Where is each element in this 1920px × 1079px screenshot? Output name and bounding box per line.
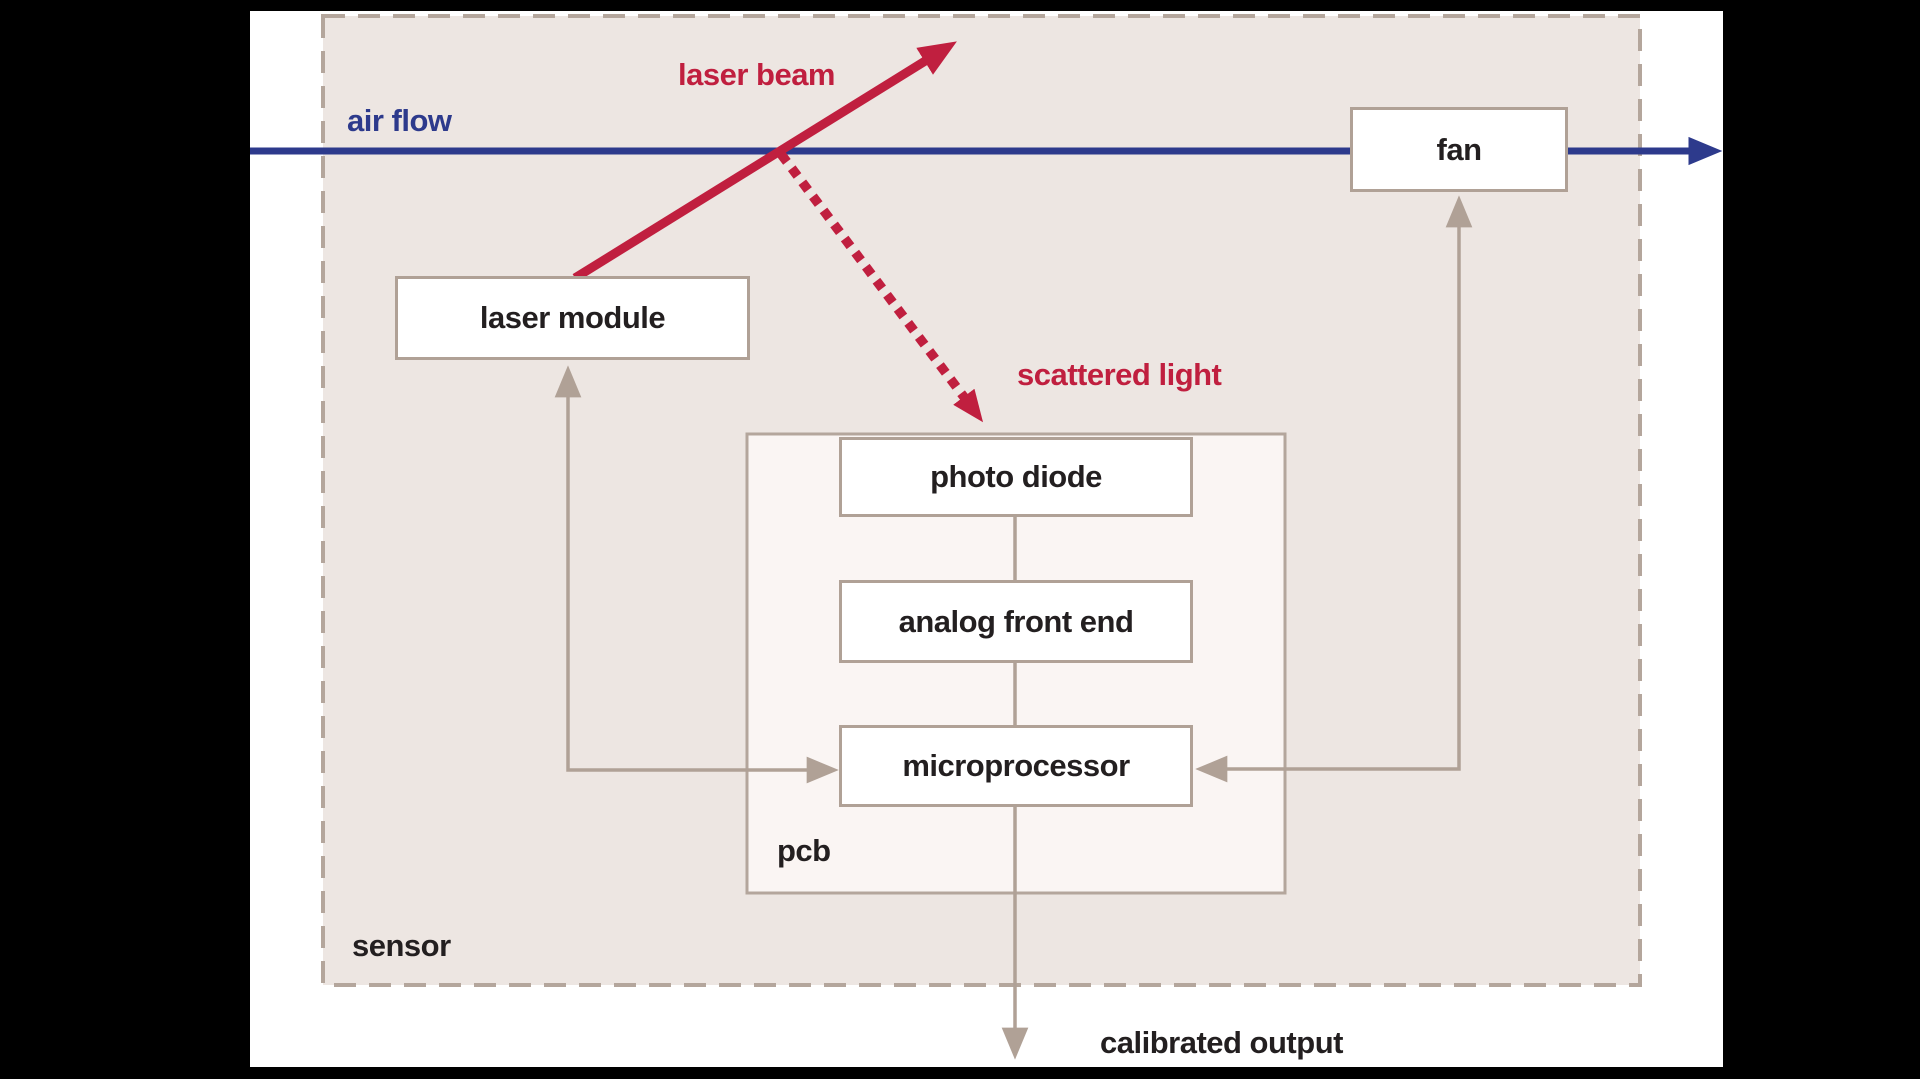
connector-microprocessor-fan (1195, 195, 1473, 783)
scattered-light-arrow (777, 151, 984, 423)
air-flow-label: air flow (347, 103, 452, 138)
laser-beam-label: laser beam (678, 57, 836, 92)
laser-beam-arrow (572, 41, 957, 282)
diagram-canvas: laser module fan photo diode analog fron… (250, 11, 1723, 1067)
fan-box: fan (1350, 107, 1568, 192)
scattered-light-label: scattered light (1017, 357, 1222, 392)
fan-label: fan (1436, 131, 1483, 167)
calibrated-output-label: calibrated output (1100, 1025, 1343, 1060)
analog-front-end-label: analog front end (898, 603, 1134, 639)
laser-module-label: laser module (479, 300, 666, 335)
laser-module-box: laser module (395, 276, 750, 360)
microprocessor-label: microprocessor (902, 748, 1130, 783)
pcb-label: pcb (777, 833, 831, 868)
photo-diode-label: photo diode (930, 459, 1102, 494)
connector-microprocessor-laser-module (554, 365, 839, 784)
microprocessor-box: microprocessor (839, 725, 1193, 807)
sensor-label: sensor (352, 928, 451, 963)
analog-front-end-box: analog front end (839, 580, 1193, 663)
photo-diode-box: photo diode (839, 437, 1193, 517)
